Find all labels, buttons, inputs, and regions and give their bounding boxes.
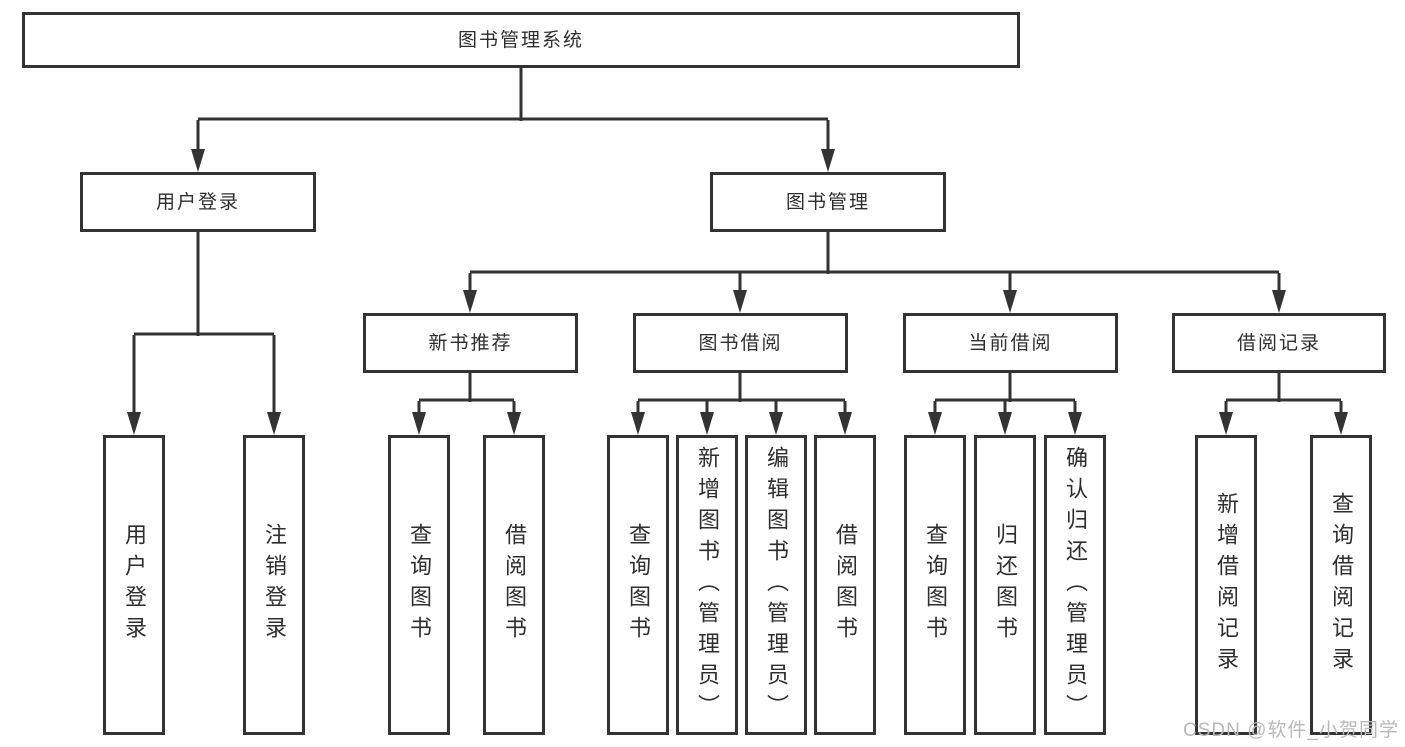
- node-leaf-return-books: 归还图书: [974, 435, 1036, 735]
- node-leaf-query-books: 查询图书: [607, 435, 669, 735]
- node-label: 查询借阅记录: [1329, 492, 1354, 678]
- arrow-to-records: [1272, 290, 1286, 313]
- node-leaf-add-books-admin: 新增图书（管理员）: [676, 435, 738, 735]
- connector-root-to-level2: [191, 68, 835, 172]
- node-borrowing-records: 借阅记录: [1172, 313, 1386, 373]
- node-book-borrowing: 图书借阅: [633, 313, 848, 373]
- node-label: 查询图书: [923, 523, 948, 647]
- arrow-to-new-rec: [463, 290, 477, 313]
- arrow-to-book-mgmt: [821, 149, 835, 172]
- node-label: 当前借阅: [968, 332, 1053, 354]
- node-label: 用户登录: [155, 191, 240, 213]
- node-leaf-query-books-current: 查询图书: [904, 435, 966, 735]
- node-leaf-logout: 注销登录: [243, 435, 305, 735]
- node-label: 归还图书: [993, 523, 1018, 647]
- node-label: 新增图书（管理员）: [695, 445, 720, 725]
- node-book-management: 图书管理: [710, 172, 946, 232]
- node-label: 新书推荐: [428, 332, 513, 354]
- node-label: 用户登录: [122, 523, 147, 647]
- node-root-system: 图书管理系统: [22, 12, 1020, 68]
- connector-records-to-leaves: [1219, 373, 1348, 435]
- connector-borrowing-to-leaves: [631, 373, 852, 435]
- node-label: 查询图书: [626, 523, 651, 647]
- node-label: 新增借阅记录: [1214, 492, 1239, 678]
- node-user-login: 用户登录: [80, 172, 316, 232]
- node-new-book-recommend: 新书推荐: [363, 313, 578, 373]
- connector-book-mgmt-to-level3: [463, 232, 1286, 313]
- node-label: 图书管理: [785, 191, 870, 213]
- arrow-to-current: [1003, 290, 1017, 313]
- csdn-watermark: CSDN @软件_小贺同学: [1183, 720, 1399, 741]
- node-label: 借阅图书: [833, 523, 858, 647]
- connector-user-login-to-leaves: [127, 232, 281, 435]
- node-leaf-edit-books-admin: 编辑图书（管理员）: [745, 435, 807, 735]
- arrow-to-user-login: [191, 149, 205, 172]
- connector-new-rec-to-leaves: [412, 373, 521, 435]
- node-label: 注销登录: [262, 523, 287, 647]
- node-leaf-borrow-books: 借阅图书: [814, 435, 876, 735]
- node-leaf-user-login: 用户登录: [103, 435, 165, 735]
- node-leaf-query-borrow-record: 查询借阅记录: [1310, 435, 1372, 735]
- node-label: 查询图书: [407, 523, 432, 647]
- node-current-borrowing: 当前借阅: [903, 313, 1118, 373]
- node-label: 借阅记录: [1236, 332, 1321, 354]
- node-label: 图书借阅: [698, 332, 783, 354]
- node-label: 借阅图书: [502, 523, 527, 647]
- arrow-to-borrowing: [733, 290, 747, 313]
- connector-current-to-leaves: [928, 373, 1082, 435]
- node-label: 编辑图书（管理员）: [764, 445, 789, 725]
- node-leaf-query-books-rec: 查询图书: [388, 435, 450, 735]
- node-label: 图书管理系统: [457, 29, 584, 51]
- node-label: 确认归还（管理员）: [1063, 445, 1088, 725]
- node-leaf-borrow-books-rec: 借阅图书: [483, 435, 545, 735]
- node-leaf-add-borrow-record: 新增借阅记录: [1195, 435, 1257, 735]
- node-leaf-confirm-return-admin: 确认归还（管理员）: [1044, 435, 1106, 735]
